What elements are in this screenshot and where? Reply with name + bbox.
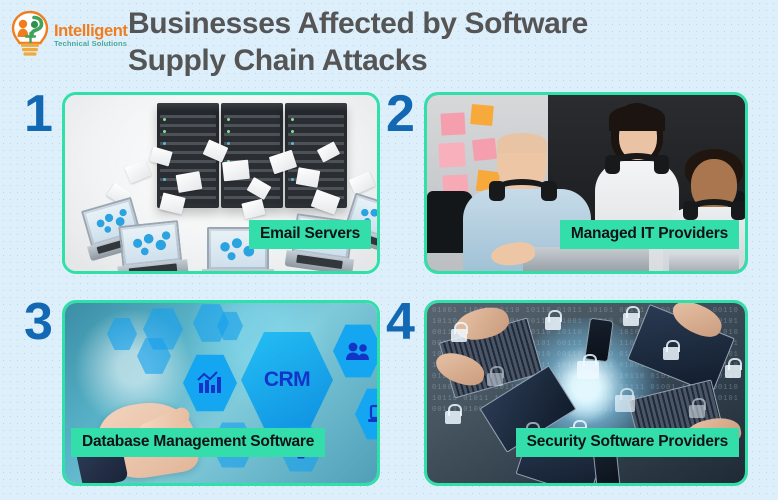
laptop-icon [368, 404, 377, 422]
lightbulb-people-logo-icon [11, 10, 49, 56]
card-2[interactable]: Managed IT Providers [424, 92, 748, 274]
bar-chart-icon [197, 371, 221, 393]
infographic-item-3: 3 CRM [24, 296, 384, 486]
page-title: Businesses Affected by Software Supply C… [128, 6, 748, 79]
item-number-2: 2 [386, 85, 415, 143]
infographic-item-4: 4 01001 11010 00110 10110 01011 10101 00… [386, 296, 752, 486]
card-4[interactable]: 01001 11010 00110 10110 01011 10101 0011… [424, 300, 748, 486]
page-title-line-2: Supply Chain Attacks [128, 43, 428, 77]
item-number-3: 3 [24, 293, 53, 351]
brand-logo[interactable]: Intelligent Technical Solutions [8, 8, 128, 60]
email-servers-illustration [65, 95, 377, 271]
infographic-item-1: 1 [24, 88, 384, 274]
card-3-label: Database Management Software [71, 428, 326, 457]
card-2-label: Managed IT Providers [559, 220, 739, 249]
logo-brand-name: Intelligent [54, 21, 128, 40]
card-1[interactable]: Email Servers [62, 92, 380, 274]
card-1-label: Email Servers [249, 220, 371, 249]
infographic-item-2: 2 [386, 88, 752, 274]
item-number-4: 4 [386, 293, 415, 351]
crm-hex-label: CRM [263, 368, 311, 391]
card-3[interactable]: CRM [62, 300, 380, 486]
page-title-line-1: Businesses Affected by Software [128, 7, 588, 40]
people-group-icon [346, 342, 369, 360]
card-4-label: Security Software Providers [515, 428, 739, 457]
item-number-1: 1 [24, 85, 53, 143]
logo-tagline: Technical Solutions [54, 39, 128, 49]
